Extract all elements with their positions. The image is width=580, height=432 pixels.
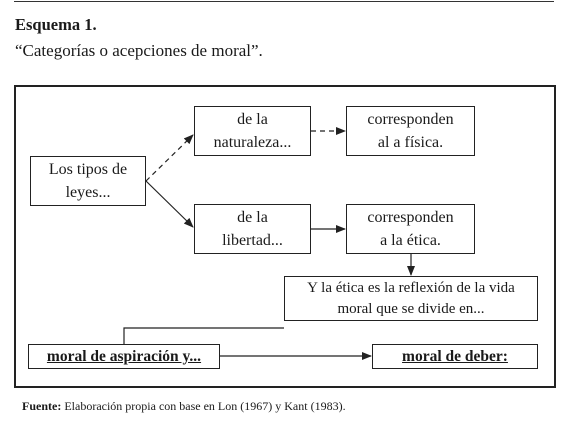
source-label: Fuente: — [22, 399, 62, 413]
diagram-frame — [14, 85, 556, 388]
node-moral-de-aspiracion-label: moral de aspiración y... — [46, 348, 202, 365]
node-de-la-naturaleza-label: de la naturaleza... — [213, 111, 292, 151]
node-de-la-naturaleza: de la naturaleza... — [194, 106, 311, 156]
node-reflexion-etica: Y la ética es la reflexión de la vida mo… — [284, 276, 538, 321]
connector-reflexion-to-aspiracion — [123, 327, 284, 344]
node-moral-de-aspiracion: moral de aspiración y... — [28, 344, 220, 369]
node-corresponden-fisica: corresponden al a física. — [346, 106, 475, 156]
scheme-title: Esquema 1. — [15, 15, 97, 34]
node-tipos-de-leyes-label: Los tipos de leyes... — [48, 161, 128, 201]
node-de-la-libertad-label: de la libertad... — [222, 209, 283, 249]
node-corresponden-fisica-label: corresponden al a física. — [367, 111, 454, 151]
scheme-subtitle: “Categorías o acepciones de moral”. — [15, 41, 263, 60]
node-corresponden-etica: corresponden a la ética. — [346, 204, 475, 254]
node-moral-de-deber: moral de deber: — [372, 344, 538, 369]
node-reflexion-etica-label: Y la ética es la reflexión de la vida mo… — [307, 279, 515, 317]
top-rule — [14, 1, 554, 2]
node-moral-de-deber-label: moral de deber: — [402, 348, 508, 365]
source-text: Elaboración propia con base en Lon (1967… — [61, 399, 346, 413]
arrow-tipos-to-naturaleza — [145, 134, 194, 182]
arrow-tipos-to-libertad — [145, 180, 194, 228]
source-note: Fuente: Elaboración propia con base en L… — [22, 399, 346, 414]
node-tipos-de-leyes: Los tipos de leyes... — [30, 156, 146, 206]
node-corresponden-etica-label: corresponden a la ética. — [367, 209, 454, 249]
node-de-la-libertad: de la libertad... — [194, 204, 311, 254]
